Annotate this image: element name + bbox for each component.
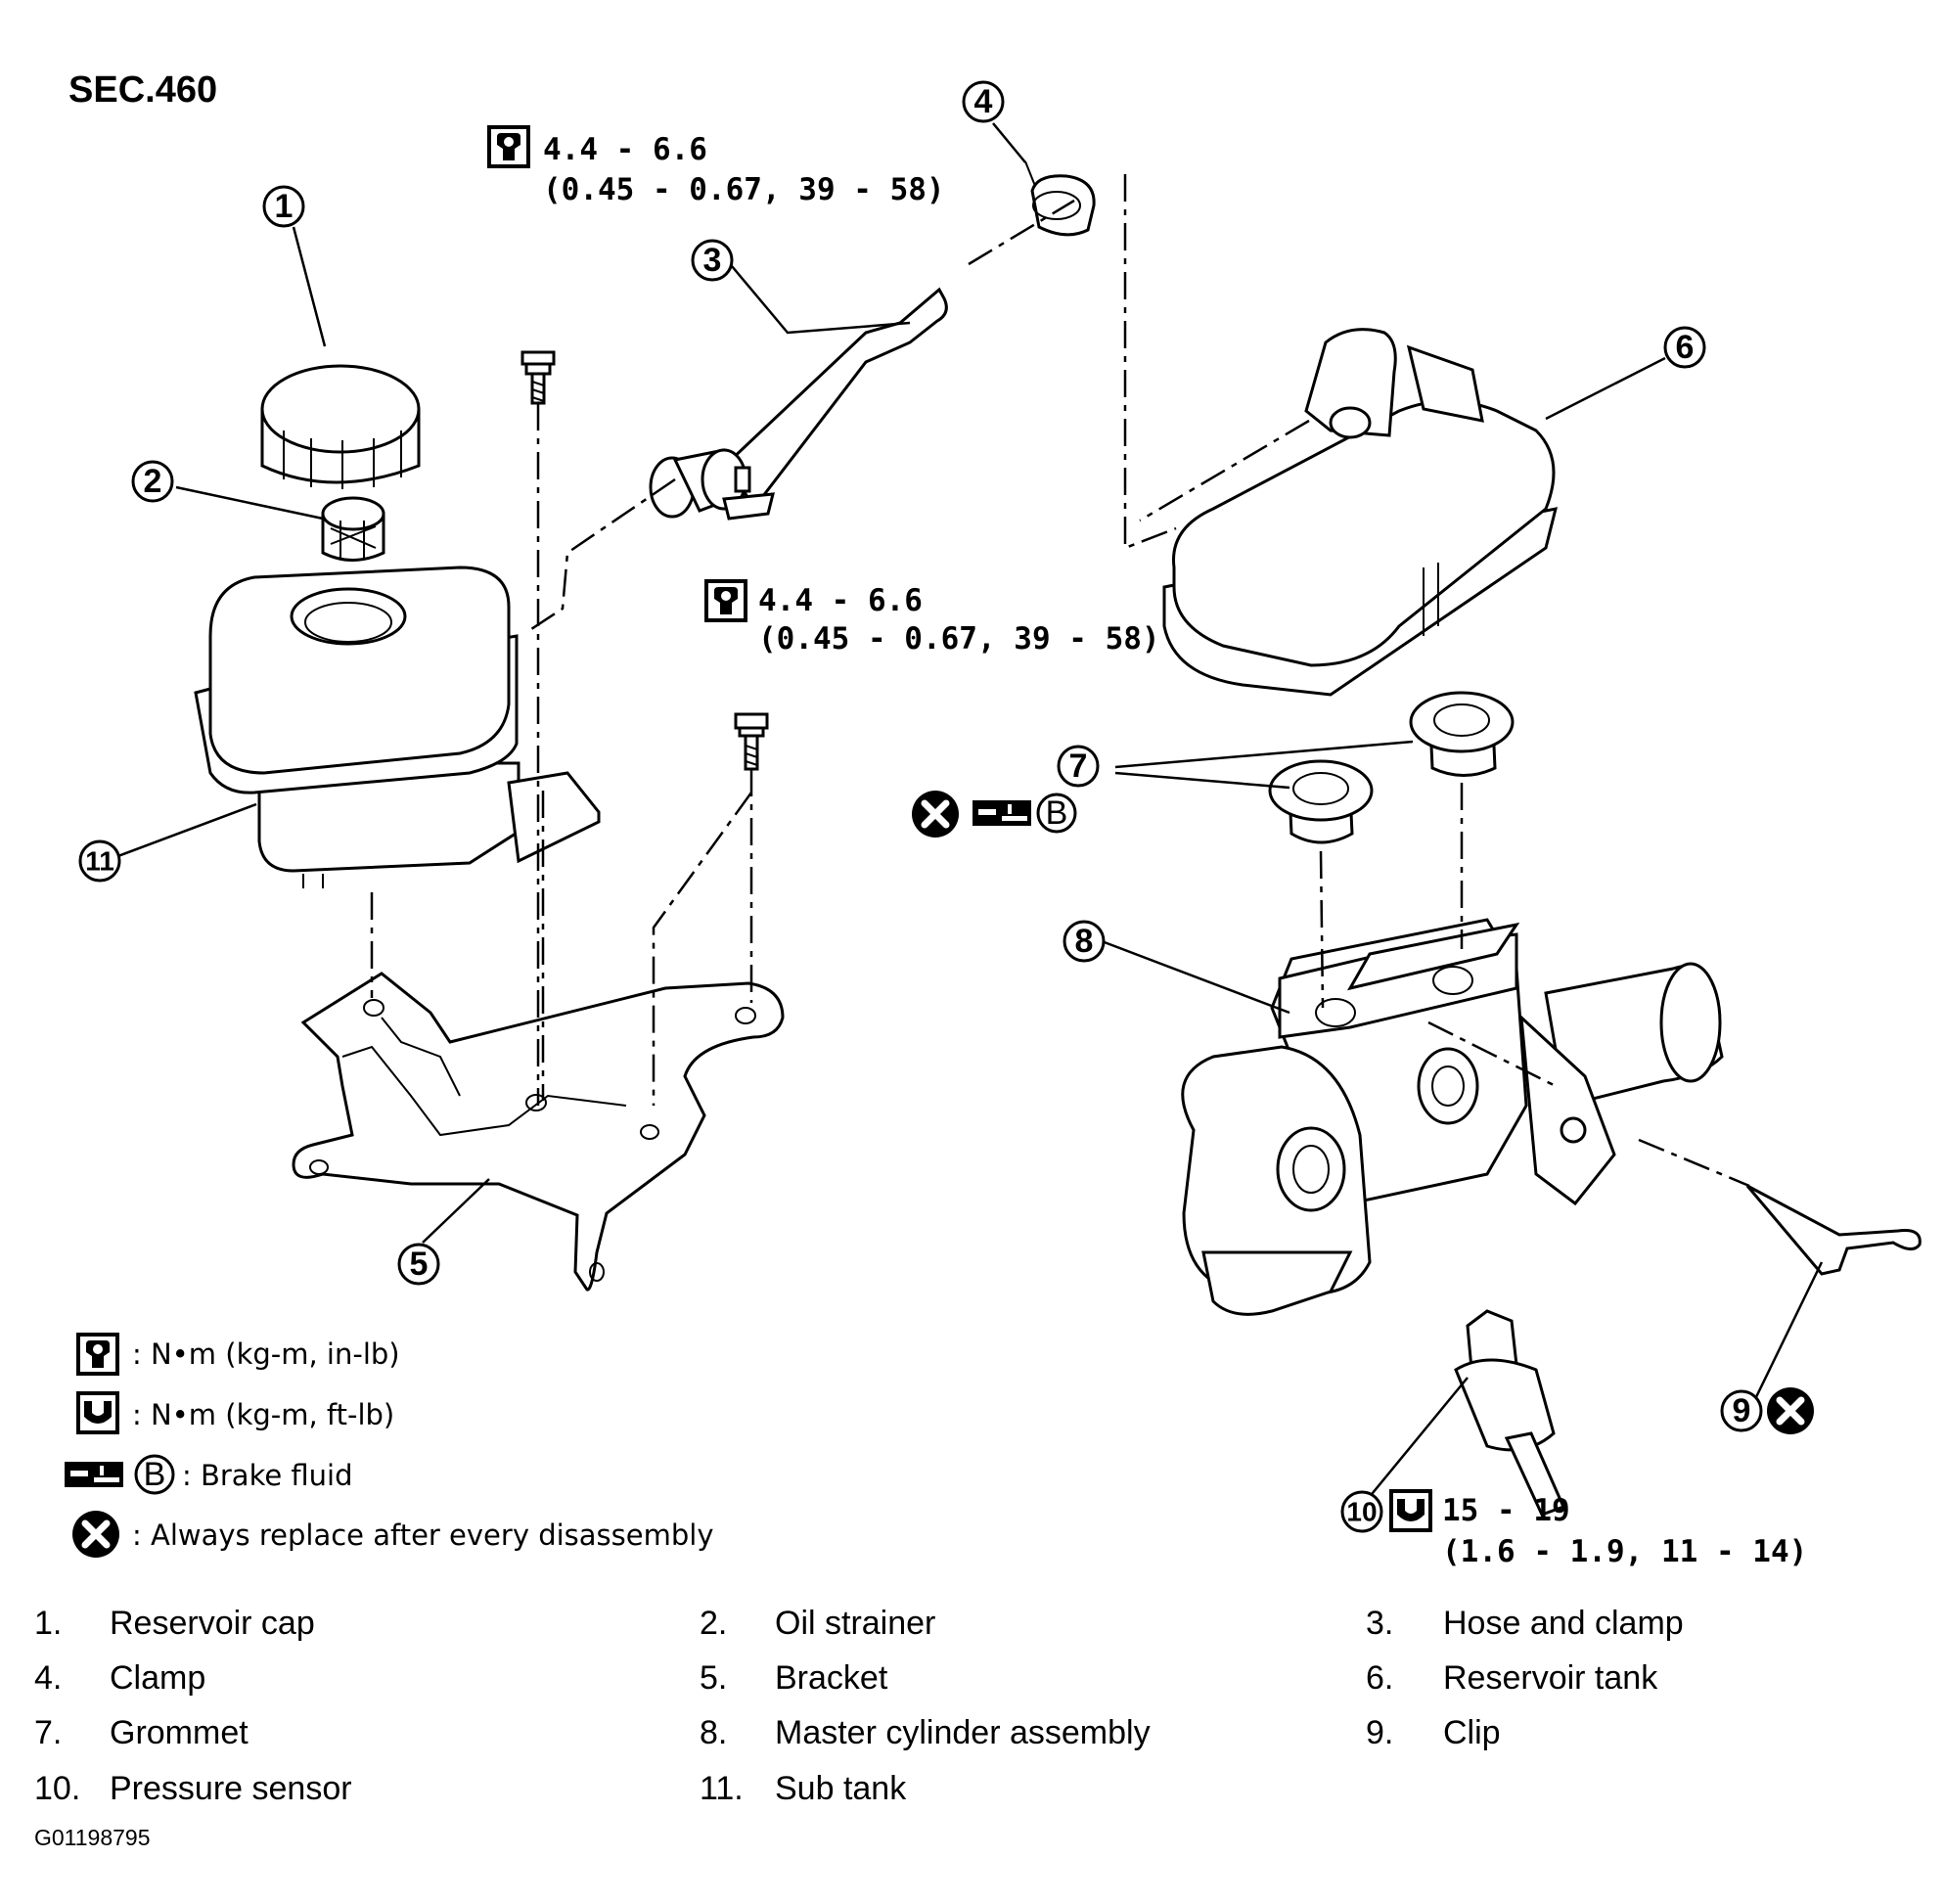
part-name: Reservoir cap <box>110 1605 315 1642</box>
part-number: 7. <box>34 1714 62 1751</box>
svg-text:3: 3 <box>703 242 722 279</box>
part-name: Bracket <box>775 1659 888 1697</box>
torque-wrench-ft-lb-icon <box>76 1391 119 1434</box>
svg-text:B: B <box>1046 794 1068 832</box>
callout-11: 11 <box>78 839 121 883</box>
part-name: Reservoir tank <box>1443 1659 1658 1697</box>
replace-icon <box>912 791 959 838</box>
part-number: 10. <box>34 1770 80 1807</box>
callout-10: 10 <box>1340 1490 1383 1533</box>
callout-7: 7 <box>1057 745 1100 788</box>
replace-icon <box>1767 1387 1814 1434</box>
part-name: Pressure sensor <box>110 1770 352 1807</box>
callout-6: 6 <box>1663 326 1706 369</box>
svg-text:9: 9 <box>1733 1392 1751 1429</box>
legend: : N•m (kg-m, in-lb) : N•m (kg-m, ft-lb) … <box>65 1333 714 1558</box>
svg-text:2: 2 <box>144 463 162 500</box>
brake-fluid-letter: B <box>134 1454 175 1495</box>
clamp <box>1024 160 1096 237</box>
grommet <box>1268 691 1515 844</box>
torque-wrench-in-lb-icon <box>704 579 747 622</box>
torque-sub-lower: (0.45 - 0.67, 39 - 58) <box>758 621 1160 657</box>
pressure-sensor <box>1454 1309 1566 1517</box>
part-number: 5. <box>700 1659 727 1697</box>
torque-value-lower: 4.4 - 6.6 <box>758 583 923 618</box>
svg-text:7: 7 <box>1069 748 1088 785</box>
torque-value-sensor: 15 - 19 <box>1442 1493 1570 1528</box>
torque-wrench-in-lb-icon <box>76 1333 119 1376</box>
callout-4: 4 <box>962 80 1005 123</box>
brake-fluid-letter: B <box>1036 793 1077 834</box>
bolt-upper <box>520 350 556 405</box>
section-heading: SEC.460 <box>68 69 217 111</box>
clip <box>1745 1184 1922 1276</box>
brake-fluid-icon <box>972 800 1031 826</box>
torque-sub-upper: (0.45 - 0.67, 39 - 58) <box>543 172 945 207</box>
master-cylinder-assembly <box>1181 918 1724 1316</box>
reservoir-tank <box>1162 328 1559 697</box>
reservoir-cap <box>260 364 421 489</box>
part-name: Grommet <box>110 1714 249 1751</box>
part-name: Clamp <box>110 1659 205 1697</box>
torque-sub-sensor: (1.6 - 1.9, 11 - 14) <box>1442 1534 1807 1569</box>
part-name: Sub tank <box>775 1770 907 1807</box>
replace-icon <box>72 1511 119 1558</box>
figure-code: G01198795 <box>34 1825 151 1850</box>
part-number: 11. <box>700 1770 744 1807</box>
svg-text:6: 6 <box>1676 329 1695 366</box>
callout-8: 8 <box>1063 920 1106 963</box>
bolt-lower <box>734 712 769 771</box>
part-number: 1. <box>34 1605 62 1642</box>
bracket <box>292 972 785 1292</box>
callout-9: 9 <box>1720 1389 1763 1432</box>
leader-lines <box>114 122 1824 1500</box>
sub-tank <box>194 566 601 888</box>
legend-text: : Always replace after every disassembly <box>132 1519 714 1552</box>
callout-5: 5 <box>397 1243 440 1286</box>
svg-text:5: 5 <box>410 1246 429 1283</box>
callout-1: 1 <box>262 185 305 228</box>
part-number: 8. <box>700 1714 727 1751</box>
part-number: 4. <box>34 1659 62 1697</box>
legend-text: : Brake fluid <box>182 1459 353 1492</box>
part-name: Hose and clamp <box>1443 1605 1684 1642</box>
part-number: 9. <box>1366 1714 1393 1751</box>
part-name: Master cylinder assembly <box>775 1714 1151 1751</box>
part-name: Clip <box>1443 1714 1501 1751</box>
parts-list: 1. Reservoir cap 2. Oil strainer 3. Hose… <box>34 1605 1684 1807</box>
part-number: 2. <box>700 1605 727 1642</box>
alignment-lines <box>370 174 1750 1188</box>
callout-2: 2 <box>131 460 174 503</box>
torque-wrench-in-lb-icon <box>487 125 530 168</box>
brake-fluid-icon <box>65 1462 123 1487</box>
legend-text: : N•m (kg-m, in-lb) <box>132 1337 400 1371</box>
part-name: Oil strainer <box>775 1605 935 1642</box>
oil-strainer <box>321 496 385 562</box>
svg-text:B: B <box>144 1456 166 1493</box>
torque-value-upper: 4.4 - 6.6 <box>543 132 707 167</box>
part-number: 3. <box>1366 1605 1393 1642</box>
svg-text:11: 11 <box>85 846 114 877</box>
svg-text:4: 4 <box>974 83 993 120</box>
hose-and-clamp <box>649 287 948 521</box>
svg-text:10: 10 <box>1346 1497 1377 1527</box>
legend-text: : N•m (kg-m, ft-lb) <box>132 1398 394 1431</box>
part-number: 6. <box>1366 1659 1393 1697</box>
torque-wrench-ft-lb-icon <box>1389 1489 1432 1532</box>
callout-3: 3 <box>691 239 734 282</box>
svg-text:8: 8 <box>1075 923 1094 960</box>
svg-text:1: 1 <box>275 188 294 225</box>
